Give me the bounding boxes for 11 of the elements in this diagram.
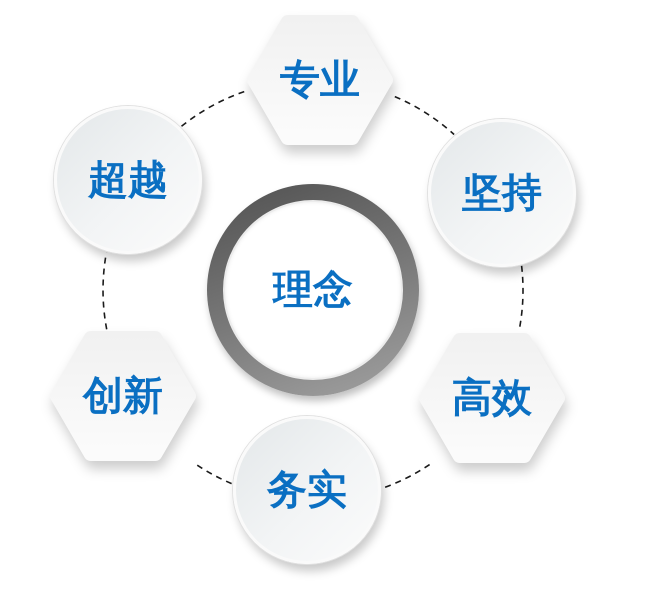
node-label: 超越 <box>88 158 168 202</box>
dashed-connector <box>181 90 246 127</box>
node-label: 坚持 <box>462 171 542 215</box>
node-label: 理念 <box>273 268 353 312</box>
dashed-connector <box>394 96 455 136</box>
node-label: 专业 <box>280 58 360 102</box>
node-label: 务实 <box>267 468 347 512</box>
node-label: 创新 <box>83 374 163 418</box>
dashed-connector <box>382 464 430 489</box>
dashed-connector <box>102 252 108 330</box>
node-label: 高效 <box>452 376 532 420</box>
